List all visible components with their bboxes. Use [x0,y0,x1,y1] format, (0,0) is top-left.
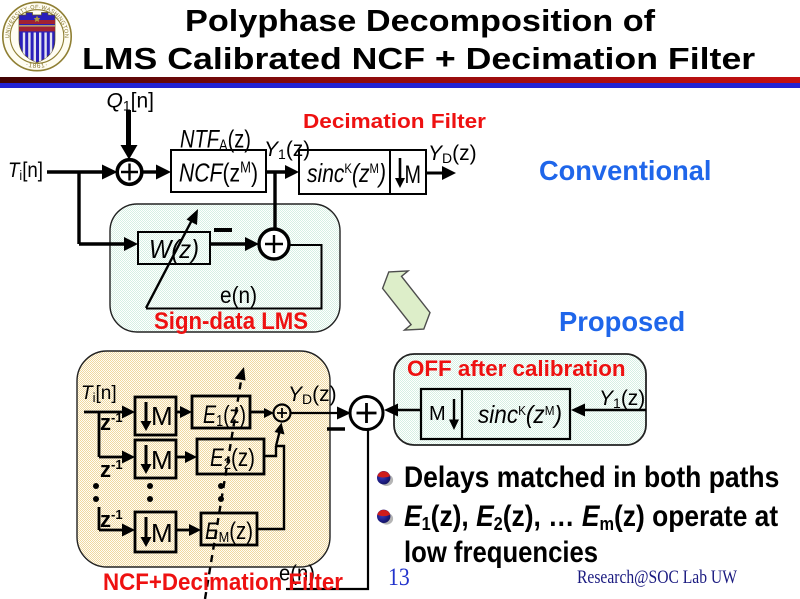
svg-text:sincK(zM): sincK(zM) [478,401,562,429]
svg-text:Ti[n]: Ti[n] [81,383,117,405]
svg-text:Y1(z): Y1(z) [264,138,310,162]
svg-text:sincK(zM): sincK(zM) [307,158,386,188]
svg-text:Y1(z): Y1(z) [599,387,645,411]
svg-text:·1861·: ·1861· [25,61,50,70]
svg-text:Q1[n]: Q1[n] [107,90,155,114]
svg-text:NTFA(z): NTFA(z) [180,126,251,155]
svg-text:M: M [151,445,173,475]
svg-text:YD(z): YD(z) [428,142,477,166]
svg-text:E1(z): E1(z) [203,401,246,430]
svg-text:Ti[n]: Ti[n] [8,159,43,183]
svg-text:M: M [429,403,446,425]
svg-text:EM(z): EM(z) [205,518,253,546]
svg-text:e(n): e(n) [220,282,257,308]
svg-text:M: M [151,518,173,548]
svg-text:E2(z): E2(z) [210,444,255,473]
svg-text:M: M [151,401,173,431]
svg-text:YD(z): YD(z) [288,383,337,407]
svg-text:e(n): e(n) [279,561,315,586]
svg-text:W(z): W(z) [149,234,199,264]
svg-text:M: M [405,161,422,189]
